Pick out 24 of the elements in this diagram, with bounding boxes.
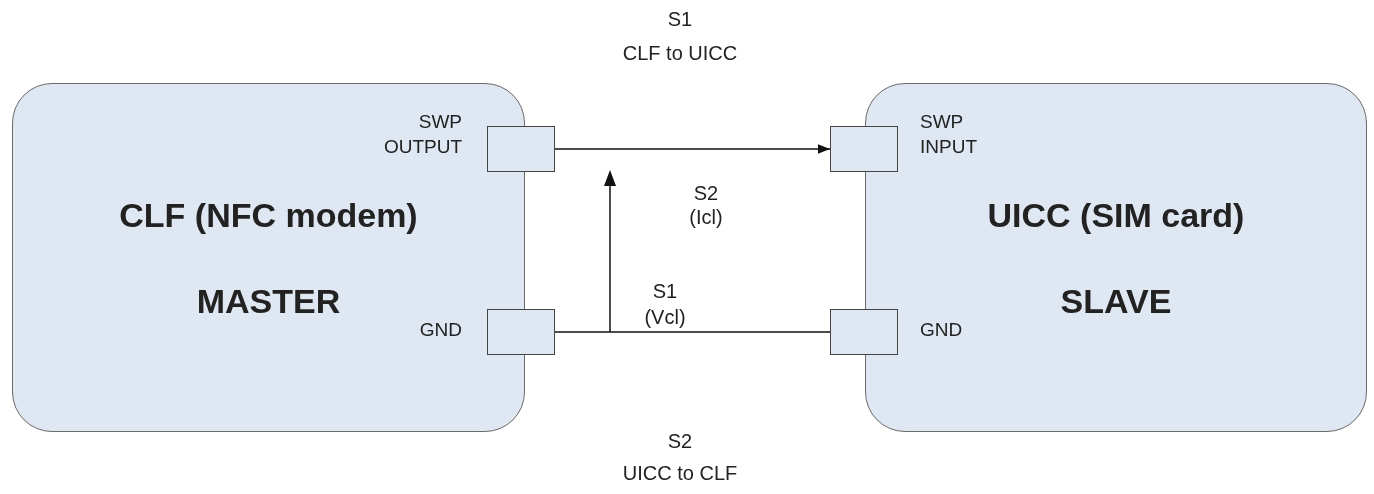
signal-label: S2 <box>667 430 693 453</box>
device-label: UICC (SIM card) <box>986 196 1246 235</box>
pin-label: SWP OUTPUT <box>382 110 462 159</box>
pin-label: GND <box>418 318 462 342</box>
port-square <box>830 309 898 355</box>
signal-label: S1 <box>652 280 678 303</box>
port-square <box>487 309 555 355</box>
device-label: CLF (NFC modem) <box>118 196 419 235</box>
pin-label: SWP INPUT <box>920 110 978 159</box>
signal-line <box>554 331 831 333</box>
signal-label: S1 <box>667 8 693 31</box>
port-square <box>830 126 898 172</box>
signal-label: (Icl) <box>689 206 723 229</box>
signal-line <box>554 144 831 154</box>
signal-label: CLF to UICC <box>622 42 738 65</box>
signal-label: (Vcl) <box>644 306 686 329</box>
port-square <box>487 126 555 172</box>
signal-label: S2 <box>693 182 719 205</box>
device-box <box>12 83 525 432</box>
device-box <box>865 83 1367 432</box>
device-label: MASTER <box>195 282 342 321</box>
pin-label: GND <box>920 318 964 342</box>
device-label: SLAVE <box>1059 282 1173 321</box>
signal-label: UICC to CLF <box>622 462 738 485</box>
